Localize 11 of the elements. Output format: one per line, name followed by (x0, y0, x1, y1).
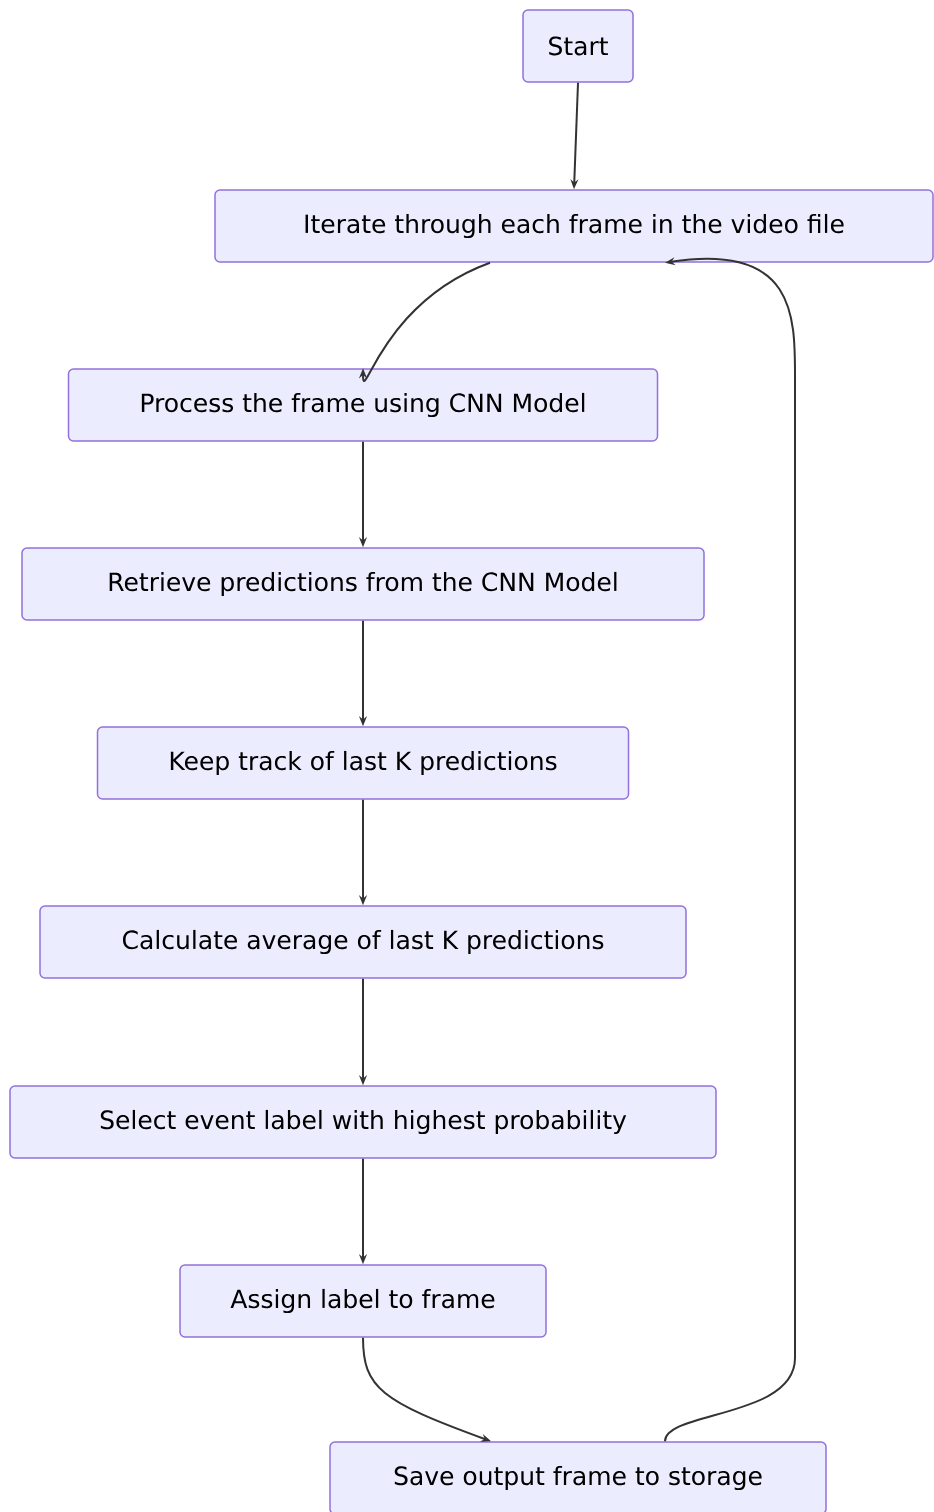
process-box: Calculate average of last K predictions (39, 905, 687, 979)
arrow (664, 257, 796, 1443)
process-box: Assign label to frame (179, 1264, 547, 1338)
arrow (358, 261, 491, 382)
process-box: Retrieve predictions from the CNN Model (21, 547, 705, 621)
process-box: Select event label with highest probability (9, 1085, 717, 1159)
process-box: Process the frame using CNN Model (67, 368, 659, 442)
process-box: Save output frame to storage (329, 1441, 827, 1512)
process-box: Keep track of last K predictions (96, 726, 630, 800)
process-box: Start (522, 9, 634, 83)
process-box: Iterate through each frame in the video file (214, 189, 934, 263)
